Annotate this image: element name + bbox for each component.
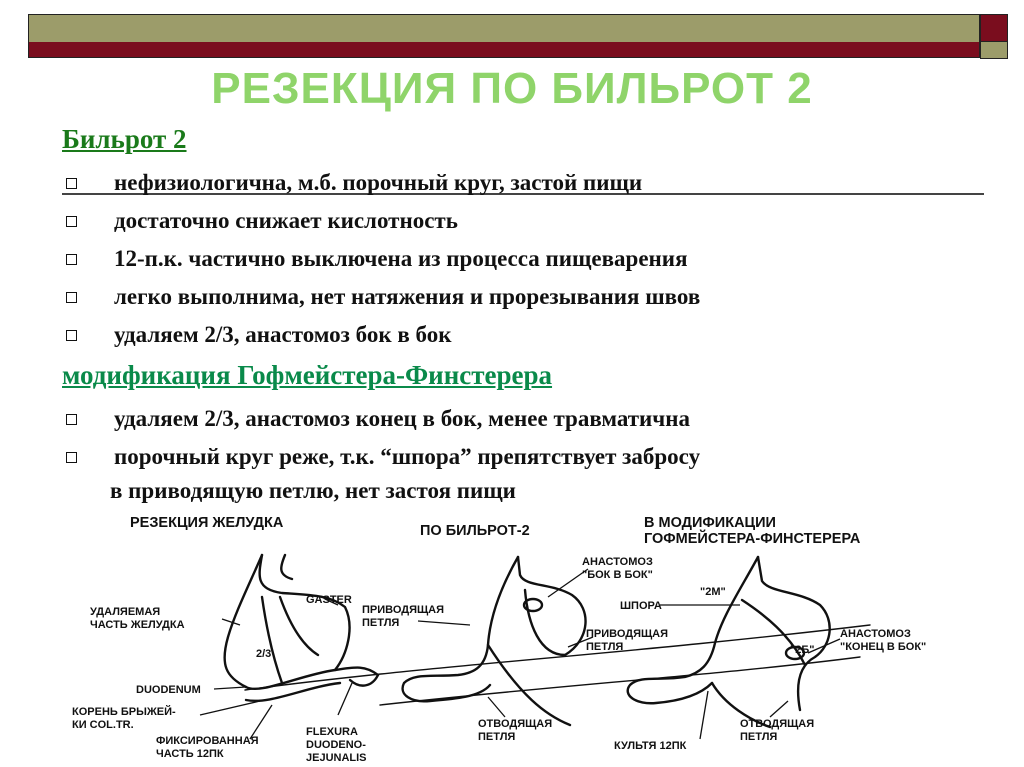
label-removed-part-1: УДАЛЯЕМАЯ [90,606,160,618]
label-flexura-3: JEJUNALIS [306,752,367,764]
leader-line [199,700,261,716]
label-fixed-part-1: ФИКСИРОВАННАЯ [156,735,259,747]
corner-square-maroon [980,14,1008,42]
divider-line [62,193,984,195]
label-fixed-part-2: ЧАСТЬ 12ПК [156,748,224,760]
label-mark-2b: "2Б" [790,644,814,656]
billroth-loop-outline [401,555,520,703]
bullet-item: легко выполнима, нет натяжения и прорезы… [62,280,700,318]
slide-title: РЕЗЕКЦИЯ ПО БИЛЬРОТ 2 [211,64,813,113]
top-bar-maroon-strip [29,42,979,57]
bullet-text: достаточно снижает кислотность [114,208,458,233]
leader-line [221,618,241,626]
hf-spur-line [740,598,807,667]
transverse-line-a [244,624,871,691]
leader-line [807,638,841,654]
top-bar-olive-strip [29,15,979,42]
modification-bullet-list: удаляем 2/3, анастомоз конец в бок, мене… [62,402,700,478]
leader-line [487,696,506,718]
billroth-bullet-list: нефизиологична, м.б. порочный круг, заст… [62,166,700,356]
surgery-diagram: РЕЗЕКЦИЯ ЖЕЛУДКА ПО БИЛЬРОТ-2 В МОДИФИКА… [72,515,926,764]
label-afferent-loop2-2: ПЕТЛЯ [586,641,623,653]
diagram-header-billroth2: ПО БИЛЬРОТ-2 [420,523,530,539]
bullet-item: порочный круг реже, т.к. “шпора” препятс… [62,440,700,478]
bullet-continuation: в приводящую петлю, нет застоя пищи [110,478,516,503]
bullet-item: 12-п.к. частично выключена из процесса п… [62,242,700,280]
label-fraction: 2/3 [256,648,271,660]
billroth-anastomosis-oval [522,597,544,613]
square-bullet-icon [66,330,77,341]
label-duodenal-stump: КУЛЬТЯ 12ПК [614,740,687,752]
leader-line [567,636,594,648]
label-efferent-loop2-2: ПЕТЛЯ [740,731,777,743]
bullet-text: легко выполнима, нет натяжения и прорезы… [114,284,701,309]
label-efferent-loop2-1: ОТВОДЯЩАЯ [740,718,814,730]
label-anastomosis-end-1: АНАСТОМОЗ [840,628,911,640]
leader-line [249,704,273,740]
hf-efferent-loop [710,681,772,729]
label-removed-part-2: ЧАСТЬ ЖЕЛУДКА [90,619,185,631]
resection-line-a [260,595,284,685]
hf-stomach-outline [756,555,831,712]
label-flexura-1: FLEXURA [306,726,358,738]
stomach-outline [258,553,351,672]
section-heading-billroth: Бильрот 2 [62,124,187,154]
diagram-header-modification-1: В МОДИФИКАЦИИ [644,515,776,531]
label-gaster: GASTER [306,594,352,606]
label-afferent-loop-1: ПРИВОДЯЩАЯ [362,604,444,616]
leader-line [417,620,471,626]
label-efferent-loop-2: ПЕТЛЯ [478,731,515,743]
label-flexura-2: DUODENO- [306,739,366,751]
leader-line [213,686,247,690]
leader-line [699,690,709,740]
bullet-text: удаляем 2/3, анастомоз конец в бок, мене… [114,406,691,431]
square-bullet-icon [66,178,77,189]
label-mesentery-root-2: КИ COL.TR. [72,719,134,731]
label-spur: ШПОРА [620,600,662,612]
billroth-efferent-loop [486,643,572,727]
label-duodenum: DUODENUM [136,684,201,696]
bullet-text: удаляем 2/3, анастомоз бок в бок [114,322,452,347]
leader-line [324,598,339,606]
label-anastomosis-side-1: АНАСТОМОЗ [582,556,653,568]
leader-line [769,700,789,718]
bullet-item: удаляем 2/3, анастомоз конец в бок, мене… [62,402,700,440]
square-bullet-icon [66,452,77,463]
leader-line [547,568,589,598]
hf-anastomosis-oval [784,645,806,661]
diagram-header-modification-2: ГОФМЕЙСТЕРА-ФИНСТЕРЕРА [644,529,861,547]
label-anastomosis-side-2: "БОК В БОК" [582,569,653,581]
diagram-header-resection: РЕЗЕКЦИЯ ЖЕЛУДКА [130,515,284,531]
bullet-text: 12-п.к. частично выключена из процесса п… [114,246,688,271]
stomach-lesser-curve [223,553,264,689]
bullet-text: нефизиологична, м.б. порочный круг, заст… [114,170,643,195]
leader-line [337,682,353,716]
bullet-item: достаточно снижает кислотность [62,204,700,242]
square-bullet-icon [66,216,77,227]
duodenum-lower [244,681,342,703]
corner-square-olive [980,41,1008,59]
square-bullet-icon [66,254,77,265]
label-anastomosis-end-2: "КОНЕЦ В БОК" [840,641,926,653]
square-bullet-icon [66,414,77,425]
label-mesentery-root-1: КОРЕНЬ БРЫЖЕЙ- [72,705,176,718]
top-decor-bar [28,14,980,58]
bullet-item: удаляем 2/3, анастомоз бок в бок [62,318,700,356]
label-mark-2m: "2М" [700,586,726,598]
transverse-line-b [379,656,861,706]
bullet-text: порочный круг реже, т.к. “шпора” препятс… [114,444,701,469]
label-afferent-loop2-1: ПРИВОДЯЩАЯ [586,628,668,640]
section-heading-modification: модификация Гофмейстера-Финстерера [62,360,553,390]
flexura-loop [348,673,380,687]
bullet-item: нефизиологична, м.б. порочный круг, заст… [62,166,700,204]
square-bullet-icon [66,292,77,303]
billroth-stomach-outline [516,555,587,657]
resection-line-b [278,595,320,657]
esophagus-line [280,553,294,581]
label-efferent-loop-1: ОТВОДЯЩАЯ [478,718,552,730]
label-afferent-loop-2: ПЕТЛЯ [362,617,399,629]
